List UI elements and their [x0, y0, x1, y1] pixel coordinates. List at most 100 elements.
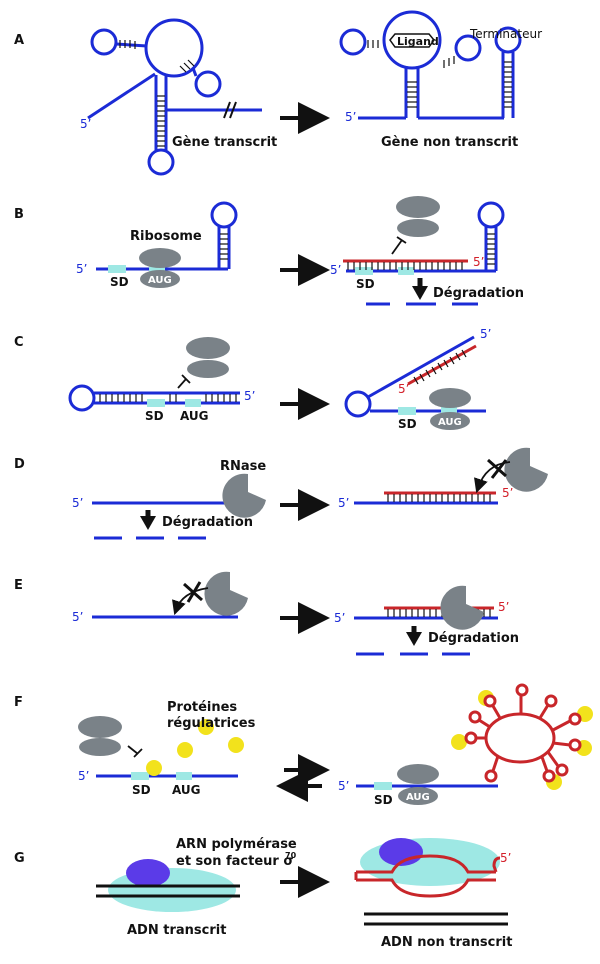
ribosome-large-subunit [397, 764, 439, 784]
ribosome-small-subunit [430, 412, 470, 430]
panel-d: D RNase 5’ Dégradation 5’ 5’ [14, 447, 548, 540]
gene-not-transcribed-label: Gène non transcrit [381, 135, 518, 150]
blocked-cross [487, 458, 508, 479]
panel-g-letter: G [14, 851, 25, 866]
panel-g: G ARN polymérase et son facteur σ 70 ADN… [14, 837, 512, 950]
terminator-label: Terminateur [469, 27, 542, 41]
rnase-label: RNase [220, 459, 266, 474]
riboswitch-transcribed [87, 18, 262, 176]
base-pairs [99, 394, 237, 402]
five-prime-label: 5’ [80, 117, 91, 131]
hairpin-pairs [220, 233, 228, 260]
hairpin-b-left [210, 201, 238, 269]
sigma-superscript: 70 [285, 851, 297, 860]
red-dna-mimic [354, 854, 501, 898]
polymerase-label-line1: ARN polymérase [176, 837, 297, 852]
aug-label: AUG [438, 417, 462, 428]
stem-pairs-a-right [367, 40, 512, 108]
aug-label: AUG [406, 792, 430, 803]
loop-c-left [68, 384, 96, 412]
regulatory-protein [198, 719, 214, 735]
aug-label: AUG [148, 275, 172, 286]
rnase-shape [440, 585, 484, 630]
regulatory-protein [177, 742, 193, 758]
five-prime-label: 5’ [334, 611, 345, 625]
panel-b-letter: B [14, 207, 24, 222]
five-prime-red-label: 5’ [398, 382, 409, 396]
loop-c-right [344, 390, 372, 418]
rnase-shape [204, 571, 248, 616]
five-prime-label: 5’ [72, 496, 83, 510]
regulatory-protein [228, 737, 244, 753]
ribosome-small-subunit [79, 738, 121, 756]
ribosome-small-subunit [398, 787, 438, 805]
riboswitch-ligand-bound [339, 10, 522, 120]
aug-site [441, 407, 457, 415]
sd-label: SD [132, 783, 151, 797]
sd-site [398, 407, 416, 415]
sd-site [374, 782, 392, 790]
five-prime-label: 5’ [244, 389, 255, 403]
ribosome-large-subunit [139, 248, 181, 268]
panel-c: C SD AUG 5’ AUG SD 5’ 5’ [14, 327, 491, 431]
panel-d-letter: D [14, 457, 25, 472]
mrna-c-released-arm [367, 335, 475, 399]
blocked-cleavage-arrow [474, 461, 511, 494]
degradation-arrow [140, 516, 156, 530]
five-prime-label: 5’ [72, 610, 83, 624]
sd-site [355, 267, 373, 275]
panel-a: A 5’ Gène transcrit [14, 10, 542, 176]
hairpin-pairs [487, 233, 495, 265]
inhibition-mark [391, 236, 407, 255]
five-prime-label: 5’ [78, 769, 89, 783]
aug-site [398, 267, 414, 275]
five-prime-label: 5’ [330, 263, 341, 277]
ribosome-large-subunit [186, 337, 230, 359]
ribosome-large-subunit [429, 388, 471, 408]
base-pairs [387, 494, 491, 502]
degradation-label: Dégradation [433, 286, 524, 301]
rnase-shape [504, 447, 548, 492]
hairpin-b-right [477, 201, 505, 271]
panel-e: E 5’ 5’ 5’ Dégradation [14, 571, 519, 656]
gene-break-mark [223, 101, 237, 119]
srna-red [407, 344, 477, 386]
ligand-label: Ligand [397, 35, 439, 48]
aug-label: AUG [172, 783, 201, 797]
five-prime-red-label: 5’ [500, 851, 511, 865]
regulatory-protein [451, 734, 467, 750]
sd-label: SD [398, 417, 417, 431]
ribosome-large-subunit [396, 196, 440, 218]
aug-site [185, 399, 201, 407]
degradation-label: Dégradation [428, 631, 519, 646]
ribosome-label: Ribosome [130, 229, 202, 244]
five-prime-red-label: 5’ [502, 486, 513, 500]
base-pairs [347, 262, 463, 270]
regulatory-proteins-label-line2: régulatrices [167, 716, 256, 731]
sd-label: SD [356, 277, 375, 291]
sd-label: SD [110, 275, 129, 289]
ribosome-small-subunit [187, 360, 229, 378]
panel-e-letter: E [14, 578, 23, 593]
regulatory-rna-sponge [451, 683, 593, 790]
ribosome-large-subunit [78, 716, 122, 738]
ribosome-small-subunit [140, 270, 180, 288]
panel-b: B AUG Ribosome SD 5’ [14, 196, 524, 306]
five-prime-label: 5’ [338, 779, 349, 793]
regulatory-proteins-label-line1: Protéines [167, 700, 237, 715]
inhibition-mark [177, 374, 191, 389]
sd-label: SD [374, 793, 393, 807]
sd-site [147, 399, 165, 407]
stem-pairs-a-left [119, 40, 195, 147]
five-prime-label: 5’ [480, 327, 491, 341]
aug-site [149, 265, 165, 273]
sd-label: SD [145, 409, 164, 423]
base-pairs [413, 349, 467, 385]
inhibition-mark [127, 745, 143, 758]
degradation-arrow [412, 286, 428, 300]
rnase-shape [222, 473, 266, 518]
rna-polymerase [126, 859, 170, 887]
dna-transcribed-label: ADN transcrit [127, 923, 226, 938]
five-prime-red-label: 5’ [498, 600, 509, 614]
